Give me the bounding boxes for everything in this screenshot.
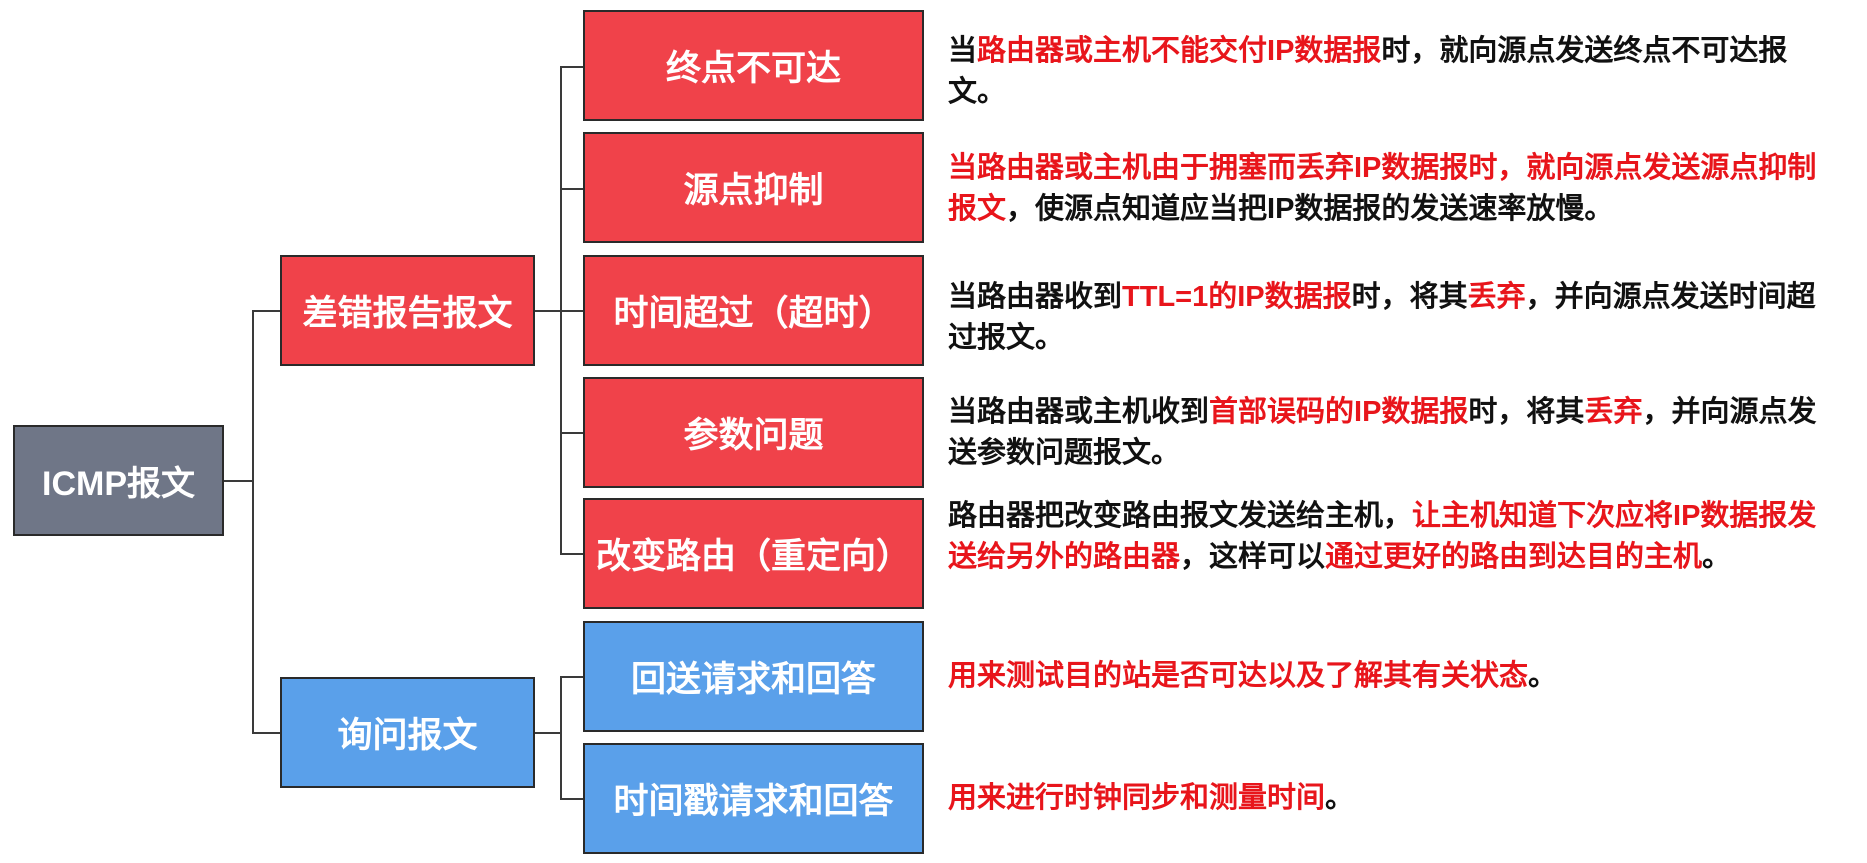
category-error-report-label: 差错报告报文 (302, 294, 513, 333)
connector-leaf-4 (560, 432, 583, 434)
category-error-report: 差错报告报文 (280, 255, 535, 366)
desc-segment-highlight: 用来测试目的站是否可达以及了解其有关状态 (948, 660, 1529, 692)
leaf-parameter-problem: 参数问题 (583, 377, 924, 488)
desc-segment-highlight: 让主机知道下次应将IP数据报发送给另外的路由器 (948, 500, 1817, 573)
desc-segment-highlight: 路由器或主机不能交付IP数据报 (977, 35, 1382, 67)
connector-leaf-6 (560, 676, 583, 678)
desc-segment: 时，将其 (1468, 396, 1585, 428)
leaf-source-quench: 源点抑制 (583, 132, 924, 243)
desc-segment: ，这样可以 (1180, 541, 1326, 573)
leaf-redirect: 改变路由（重定向） (583, 498, 924, 609)
leaf-time-exceeded: 时间超过（超时） (583, 255, 924, 366)
desc-segment: 。 (1702, 541, 1732, 573)
description-parameter-problem: 当路由器或主机收到首部误码的IP数据报时，将其丢弃，并向源点发送参数问题报文。 (948, 392, 1828, 474)
connector-root-stub (224, 480, 253, 482)
leaf-label: 时间超过（超时） (613, 294, 894, 333)
desc-segment: 。 (1325, 782, 1355, 814)
desc-segment-highlight: 用来进行时钟同步和测量时间 (948, 782, 1326, 814)
desc-segment: ，使源点知道应当把IP数据报的发送速率放慢。 (1006, 193, 1614, 225)
desc-segment: 时，将其 (1351, 281, 1468, 313)
connector-leaf-3 (560, 310, 583, 312)
desc-segment-highlight: 当路由器或主机由于拥塞而丢弃IP数据报时，就向源点发送源点抑制报文 (948, 152, 1817, 225)
leaf-label: 源点抑制 (683, 171, 824, 210)
connector-root-vertical (252, 310, 254, 733)
connector-query-vertical (560, 676, 562, 799)
desc-segment-highlight: 通过更好的路由到达目的主机 (1325, 541, 1703, 573)
description-destination-unreachable: 当路由器或主机不能交付IP数据报时，就向源点发送终点不可达报文。 (948, 31, 1828, 113)
desc-segment: 时，就向源点发送终点不可达报文。 (948, 35, 1788, 108)
connector-leaf-5 (560, 553, 583, 555)
connector-query-stub (535, 732, 561, 734)
connector-to-error-category (252, 310, 280, 312)
leaf-timestamp-request-reply: 时间戳请求和回答 (583, 743, 924, 854)
desc-segment: 当路由器或主机收到 (948, 396, 1210, 428)
leaf-destination-unreachable: 终点不可达 (583, 10, 924, 121)
description-source-quench: 当路由器或主机由于拥塞而丢弃IP数据报时，就向源点发送源点抑制报文，使源点知道应… (948, 148, 1828, 230)
desc-segment-highlight: TTL=1的IP数据报 (1122, 281, 1352, 313)
desc-segment: 当 (948, 35, 978, 67)
desc-segment: 当路由器收到 (948, 281, 1123, 313)
desc-segment: ，并向源点发送时间超过报文。 (948, 281, 1816, 354)
leaf-echo-request-reply: 回送请求和回答 (583, 621, 924, 732)
connector-leaf-2 (560, 188, 583, 190)
desc-segment: 路由器把改变路由报文发送给主机， (948, 500, 1413, 532)
description-time-exceeded: 当路由器收到TTL=1的IP数据报时，将其丢弃，并向源点发送时间超过报文。 (948, 277, 1828, 359)
description-echo-request-reply: 用来测试目的站是否可达以及了解其有关状态。 (948, 656, 1828, 697)
desc-segment-highlight: 首部误码的IP数据报 (1209, 396, 1469, 428)
connector-error-stub (535, 310, 561, 312)
leaf-label: 时间戳请求和回答 (613, 782, 894, 821)
connector-leaf-1 (560, 66, 583, 68)
root-node-icmp-message: ICMP报文 (13, 425, 224, 536)
category-query: 询问报文 (280, 677, 535, 788)
category-query-label: 询问报文 (337, 716, 478, 755)
desc-segment: ，并向源点发送参数问题报文。 (948, 396, 1817, 469)
description-redirect: 路由器把改变路由报文发送给主机，让主机知道下次应将IP数据报发送给另外的路由器，… (948, 496, 1828, 578)
desc-segment-highlight: 丢弃 (1584, 396, 1643, 428)
leaf-label: 回送请求和回答 (630, 660, 876, 699)
connector-to-query-category (252, 732, 280, 734)
desc-segment: 。 (1528, 660, 1558, 692)
connector-leaf-7 (560, 798, 583, 800)
description-timestamp-request-reply: 用来进行时钟同步和测量时间。 (948, 778, 1828, 819)
leaf-label: 改变路由（重定向） (595, 537, 911, 576)
desc-segment-highlight: 丢弃 (1467, 281, 1526, 313)
root-node-label: ICMP报文 (42, 465, 195, 503)
leaf-label: 终点不可达 (665, 49, 841, 88)
leaf-label: 参数问题 (683, 416, 824, 455)
